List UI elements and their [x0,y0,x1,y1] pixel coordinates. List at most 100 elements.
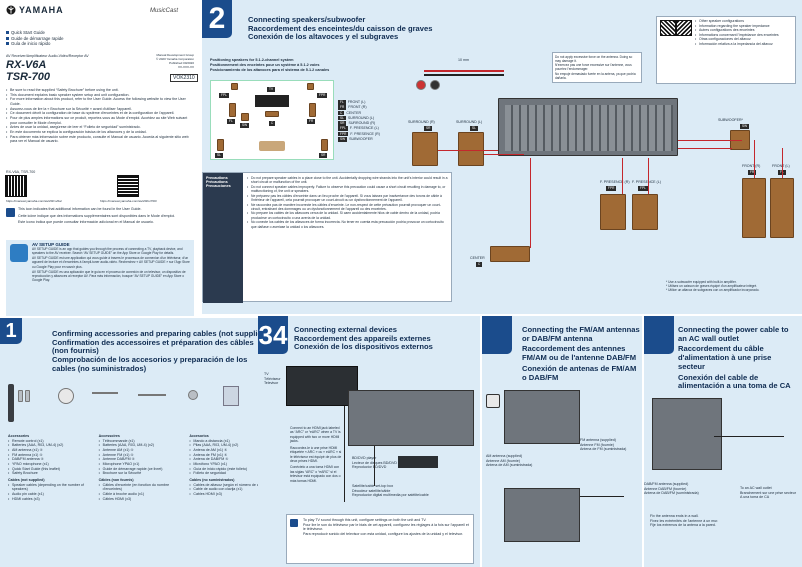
dab-antenna-image [138,394,166,396]
sr-tag: SR [424,126,433,131]
receiver-rear-illustration [348,390,474,446]
surround-l-speaker [458,132,484,166]
battery-image [25,390,30,402]
qr-code-3[interactable] [660,20,676,36]
tv-image [255,95,289,107]
room-label-tv: TV [267,87,276,92]
booklet-image [223,386,239,406]
speaker-sl-icon [217,139,224,151]
surround-r-label: SURROUND (R) [408,120,435,124]
av-setup-fr: AV SETUP GUIDE est une application qui v… [32,256,190,269]
surround-l-label: SURROUND (L) [456,120,483,124]
section-5-panel: Connecting the FM/AM antennas or DAB/FM … [482,316,642,567]
room-label-fl: FL [227,119,235,124]
speaker-sr-icon [321,139,328,151]
c-tag: C [476,262,483,267]
model-name-1: RX-V6A [6,59,47,71]
ypao-microphone-image [188,390,198,400]
room-label-fpl: FPL [219,93,229,98]
yamaha-tuning-fork-icon [6,5,16,15]
accessories-columns: Accessories Remote control (x1)Batteries… [8,434,274,501]
av-setup-title: AV SETUP GUIDE [32,242,70,247]
speaker-fr-icon [309,103,316,117]
guide-title-en: Quick Start Guide [11,30,45,35]
antenna-receiver-illustration-1 [504,390,580,444]
fm-antenna-image [92,392,118,394]
qr-url-1[interactable]: https://manual.yamaha.com/av/20/rxv6a/ [6,199,62,203]
yamaha-logo: YAMAHA [6,5,64,15]
terminal-minus-icon [430,80,440,90]
qr-url-2[interactable]: https://manual.yamaha.com/av/20/tsr700/ [100,199,157,203]
fpl-label: F. PRESENCE (L) [632,180,661,184]
cover-panel: YAMAHA MusicCast Quick Start Guide Guide… [0,0,200,336]
qr-model-label: RX-V6A, TSR-700 [6,170,36,174]
section-5-title: Connecting the FM/AM antennas or DAB/FM … [522,325,640,382]
document-code: VOK2310 [170,74,198,82]
room-label-sr: SR [319,153,328,158]
book-icon [6,31,9,35]
av-setup-app-icon [10,244,28,262]
tip-es: Para reproducir sonido del televisor con… [303,532,464,537]
center-speaker [490,246,530,262]
model-name-2: TSR-700 [6,71,51,83]
tip-icon [290,519,298,527]
speaker-fpl-icon [231,83,238,90]
room-label-fpr: FPR [317,93,328,98]
positioning-title: Positioning speakers for 5.1.2-channel s… [210,58,330,72]
tip-fr: Pour lire le son du téléviseur par le bi… [303,522,469,532]
step-number-5 [482,316,512,354]
fpr-label: F. PRESENCE (R) [600,180,630,184]
subwoofer-label-group: SUBWOOFER* SW [718,118,750,129]
front-r-speaker [742,178,766,238]
qr-code-4[interactable] [676,20,692,36]
guide-title-fr: Guide de démarrage rapide [11,35,64,41]
battery-image [18,390,23,402]
step-number-2: 2 [202,0,232,38]
antenna-receiver-illustration-2 [504,488,580,542]
qr-code-2[interactable] [117,175,139,197]
section-1-panel: 1 Confirming accessories and preparing c… [0,318,278,567]
other-config-box: Other speaker configurationsInformation … [656,16,796,84]
guide-titles: Quick Start Guide Guide de démarrage rap… [6,30,64,47]
room-label-c: C [269,121,276,126]
center-label: CENTER [470,256,485,260]
musiccast-logo: MusicCast [150,8,179,14]
step-number-34: 34 [258,316,288,354]
antenna-caution-box: Do not apply excessive force on the ante… [552,52,642,83]
accessories-column-en: Accessories Remote control (x1)Batteries… [8,434,93,501]
front-l-label: FRONT (L) [772,164,790,168]
remote-control-image [8,384,14,422]
subwoofer-label: SUBWOOFER* [718,118,743,122]
qr-code-1[interactable] [5,175,27,197]
room-label-sl: SL [215,153,223,158]
other-config-list: Other speaker configurationsInformation … [695,19,795,46]
fl-tag: FL [778,170,786,175]
fpr-tag: FPR [606,186,617,191]
hdmi-arc-note: Connect to an HDMI jack labeled as “ARC”… [290,426,342,483]
tip-en: To play TV sound through this unit, conf… [303,518,427,522]
tip-box: To play TV sound through this unit, conf… [286,514,474,564]
speaker-c-icon [265,111,279,117]
am-antenna-illustration [486,394,500,408]
section-1-title: Confirming accessories and preparing cab… [52,329,269,373]
room-label-sw: SW [240,123,250,128]
publication-info: Manual Development Group© 2020 Yamaha Co… [156,53,194,69]
user-guide-icon-note: This icon indicates that additional info… [18,207,176,225]
accessories-column-es: Accesorios Mando a distancia (x1)Pilas (… [189,434,274,501]
bd-player-illustration [398,456,438,468]
speaker-fpr-icon [307,83,314,90]
accessories-column-fr: Accessoires Télécommande (x1)Batteries (… [99,434,184,501]
precautions-list: Do not prepare speaker cables in a place… [247,176,449,229]
sofa-image [259,141,285,151]
power-receiver-illustration [652,398,722,470]
am-antenna-image [58,388,74,404]
step-number-1: 1 [0,318,22,344]
speaker-sw-icon [241,113,249,121]
